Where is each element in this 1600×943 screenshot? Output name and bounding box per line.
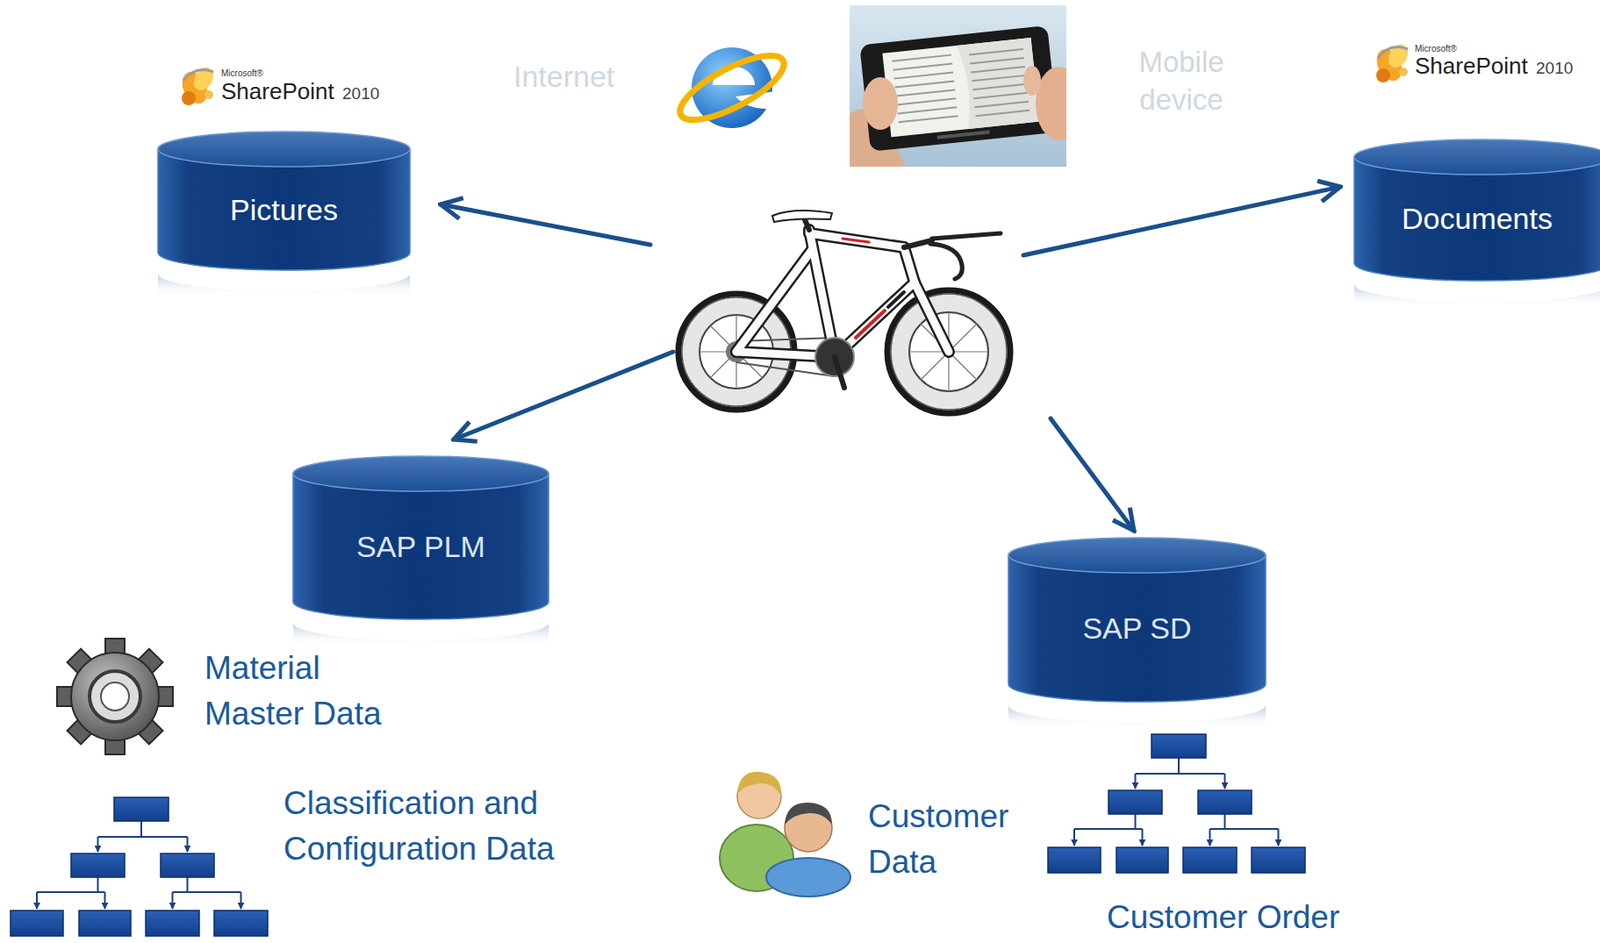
cylinder-top <box>1008 538 1266 574</box>
channel-label: Internet <box>513 58 615 95</box>
mobile-device-photo <box>971 75 1027 81</box>
gear-icon <box>100 682 130 711</box>
cylinder-reflection <box>1354 284 1600 308</box>
mobile-device-photo <box>882 37 1040 137</box>
mobile-device-photo <box>972 84 1027 90</box>
bicycle-picture <box>736 229 949 358</box>
database-cylinder: SAP SD <box>1008 538 1266 703</box>
database-cylinder: Documents <box>1354 139 1600 281</box>
flow-arrow <box>440 204 651 245</box>
mobile-device-photo <box>891 55 952 62</box>
logo-text: 2010 <box>342 85 380 104</box>
channel-label: Mobile device <box>1124 43 1239 120</box>
mobile-device-photo <box>859 25 1059 152</box>
mobile-device-photo <box>974 101 1029 108</box>
mobile-device-photo <box>969 57 1025 64</box>
data-label: Customer Order <box>1106 900 1340 937</box>
sharepoint-logo-icon <box>177 64 217 108</box>
bicycle-picture <box>904 240 933 248</box>
mobile-device-photo <box>862 77 898 130</box>
bicycle-picture <box>930 243 962 280</box>
cylinder-body <box>1354 157 1600 281</box>
node-label: SAP SD <box>1082 610 1192 647</box>
database-cylinder: SAP PLM <box>293 456 549 620</box>
bicycle-picture <box>772 210 833 223</box>
cylinder-reflection <box>293 623 549 646</box>
bicycle-picture <box>736 250 812 352</box>
cylinder-top <box>157 131 410 167</box>
data-label: Material Master Data <box>204 645 407 738</box>
node-label: Documents <box>1401 200 1553 237</box>
logo-text: SharePoint <box>221 78 335 105</box>
cylinder-top <box>293 456 549 492</box>
bicycle-picture <box>842 238 869 243</box>
cylinder-reflection <box>1008 705 1266 729</box>
mobile-device-photo <box>975 110 1030 116</box>
mobile-device-photo <box>849 5 1067 167</box>
bicycle-picture <box>834 357 845 388</box>
sharepoint-logo-icon <box>1371 41 1412 86</box>
logo-text: Microsoft® <box>1414 43 1457 54</box>
gear-icon <box>57 638 173 755</box>
mobile-device-photo <box>973 93 1028 99</box>
bicycle-picture <box>914 282 949 352</box>
gear-icon <box>89 671 141 723</box>
flow-arrow <box>1050 418 1134 531</box>
mobile-device-photo <box>894 72 955 79</box>
node-label: SAP PLM <box>356 529 486 566</box>
people-icon <box>766 858 851 897</box>
bicycle-picture <box>809 233 905 248</box>
data-label: Customer Data <box>868 794 1022 886</box>
bicycle-picture <box>855 310 885 338</box>
mobile-device-photo <box>897 107 958 114</box>
gear-icon <box>57 638 173 755</box>
bicycle-picture <box>914 282 949 352</box>
gear-icon <box>71 652 159 741</box>
mobile-device-photo <box>937 130 991 140</box>
cylinder-reflection <box>157 273 410 297</box>
bicycle-picture <box>904 247 915 283</box>
hierarchy-icon <box>1047 734 1306 874</box>
mobile-device-photo <box>849 5 1067 167</box>
people-icon <box>737 772 782 797</box>
bicycle-picture <box>678 210 1011 414</box>
mobile-device-photo <box>970 66 1026 72</box>
logo-text: Microsoft® <box>221 68 264 79</box>
mobile-device-photo <box>968 49 1024 55</box>
bicycle-picture <box>736 229 949 358</box>
mobile-device-photo <box>895 80 955 87</box>
bicycle-picture <box>736 215 1001 358</box>
bicycle-picture <box>932 233 1001 239</box>
mobile-device-photo <box>896 89 956 96</box>
mobile-device-photo <box>892 64 953 71</box>
mobile-device-photo <box>898 115 959 122</box>
cylinder-top <box>1354 139 1600 175</box>
mobile-device-photo <box>896 98 957 105</box>
bicycle-picture <box>809 233 905 248</box>
people-icon <box>784 803 833 826</box>
data-label: Classification and Configuration Data <box>283 781 582 873</box>
bicycle-picture <box>904 247 915 283</box>
hierarchy-icon <box>10 797 268 937</box>
logo-text: 2010 <box>1535 59 1573 79</box>
internet-explorer-logo <box>671 43 792 133</box>
mobile-device-photo <box>891 47 1030 124</box>
mobile-device-photo <box>1023 65 1041 96</box>
database-cylinder: Pictures <box>157 131 410 271</box>
internet-explorer-logo <box>671 43 792 133</box>
people-icon <box>719 772 851 897</box>
flow-arrow <box>440 186 1341 531</box>
bicycle-picture <box>736 250 812 352</box>
cylinder-body <box>1008 555 1266 703</box>
node-label: Pictures <box>229 192 338 229</box>
flow-arrow <box>453 351 674 440</box>
flow-arrow <box>1023 186 1341 256</box>
mobile-device-photo <box>859 25 1059 152</box>
cylinder-body <box>293 473 549 620</box>
bicycle-picture <box>888 292 905 308</box>
logo-text: SharePoint <box>1414 53 1529 79</box>
